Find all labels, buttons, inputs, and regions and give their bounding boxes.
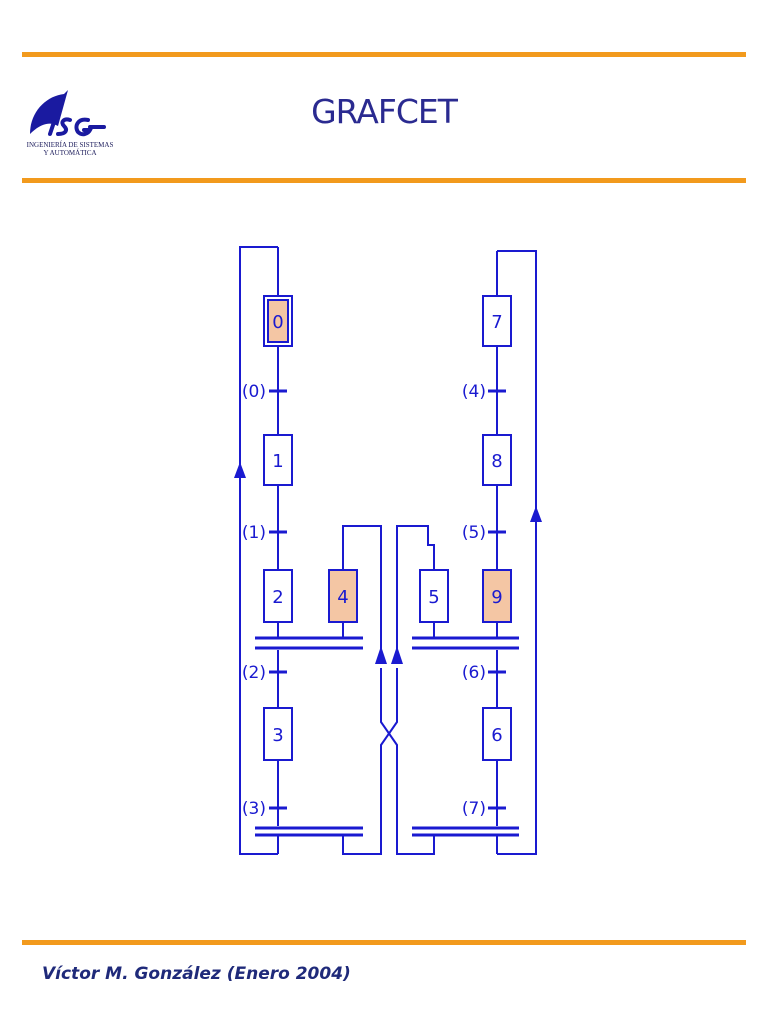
loop-step5-in [396,525,435,650]
loop-left-return [239,246,278,855]
step-label-1: 1 [272,451,283,472]
footer-rule [22,940,746,945]
arrow-up-cross-right [391,646,403,664]
transition-label-5: (5) [462,523,486,543]
transition-label-4: (4) [462,382,486,402]
transition-labels: (0) (1) (2) (3) (4) (5) (6) (7) [242,382,486,819]
transition-label-2: (2) [242,663,266,683]
steps [263,295,512,761]
step-label-5: 5 [428,587,439,608]
transition-label-1: (1) [242,523,266,543]
step-label-8: 8 [491,451,502,472]
step-7-box [482,295,512,347]
step-label-2: 2 [272,587,283,608]
step-label-4: 4 [337,587,348,608]
arrow-up-left-loop [234,462,246,478]
step-label-3: 3 [272,725,283,746]
isa-logo [30,90,106,137]
step-1-box [263,434,293,486]
step-9-box [482,569,512,623]
link-cross-to-right [380,668,435,855]
loop-right-return [497,250,537,855]
step-2-box [263,569,293,623]
loop-step4-in [342,525,382,650]
step-8-box [482,434,512,486]
step-0-inner [267,299,289,343]
step-label-9: 9 [491,587,502,608]
footer-author: Víctor M. González (Enero 2004) [42,964,351,984]
arrowheads [234,462,542,664]
logo-swoosh [30,90,68,134]
sync-bars [255,636,519,837]
transition-label-6: (6) [462,663,486,683]
step-labels: 0 1 2 3 4 5 6 7 8 9 [272,312,502,746]
step-0 [263,295,293,347]
logo-caption-line1: INGENIERÍA DE SISTEMAS [26,141,114,149]
step-4-box [328,569,358,623]
step-label-0: 0 [272,312,283,333]
link-cross-to-left [342,668,398,855]
transition-label-3: (3) [242,799,266,819]
arrow-up-cross-left [375,646,387,664]
logo-caption: INGENIERÍA DE SISTEMAS Y AUTOMÁTICA [24,141,116,157]
logo-caption-line2: Y AUTOMÁTICA [43,149,97,157]
step-5-box [419,569,449,623]
transition-label-0: (0) [242,382,266,402]
diagram-links [239,246,537,855]
step-label-7: 7 [491,312,502,333]
transition-ticks [269,389,506,810]
header-top-rule [22,52,746,57]
arrow-up-right-loop [530,506,542,522]
page-title: GRAFCET [311,92,458,131]
step-3-box [263,707,293,761]
transition-label-7: (7) [462,799,486,819]
logo-letters [48,117,106,137]
step-6-box [482,707,512,761]
header-bottom-rule [22,178,746,183]
step-label-6: 6 [491,725,502,746]
